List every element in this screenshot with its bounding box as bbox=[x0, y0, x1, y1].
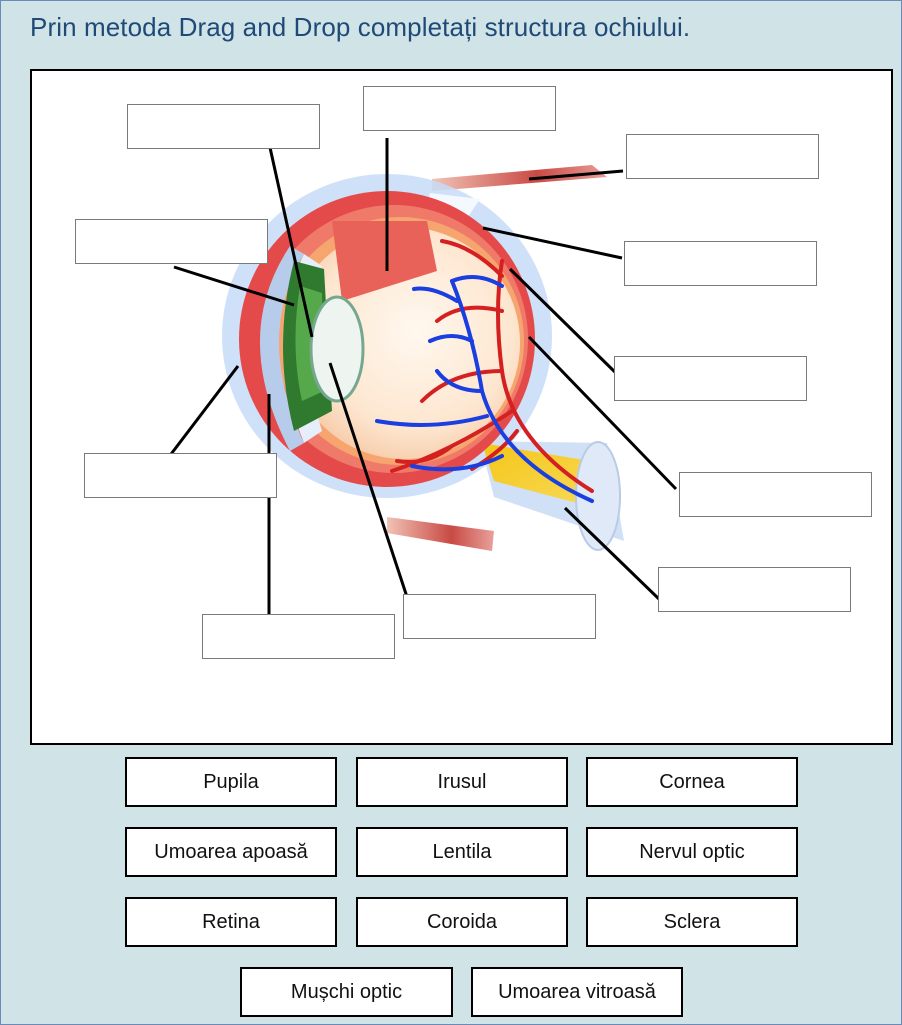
word-pupila[interactable]: Pupila bbox=[125, 757, 337, 807]
word-muschi-optic[interactable]: Mușchi optic bbox=[240, 967, 453, 1017]
lower-eye-muscle bbox=[387, 517, 494, 551]
word-nervul-optic[interactable]: Nervul optic bbox=[586, 827, 798, 877]
drop-zone-7[interactable] bbox=[84, 453, 277, 498]
drop-zone-10[interactable] bbox=[403, 594, 596, 639]
drop-zone-1[interactable] bbox=[127, 104, 320, 149]
drop-zone-3[interactable] bbox=[626, 134, 819, 179]
word-umoarea-apoasa[interactable]: Umoarea apoasă bbox=[125, 827, 337, 877]
word-cornea[interactable]: Cornea bbox=[586, 757, 798, 807]
drop-zone-4[interactable] bbox=[75, 219, 268, 264]
drop-zone-8[interactable] bbox=[679, 472, 872, 517]
drop-zone-2[interactable] bbox=[363, 86, 556, 131]
upper-eye-muscle bbox=[432, 165, 607, 191]
drop-zone-11[interactable] bbox=[202, 614, 395, 659]
word-coroida[interactable]: Coroida bbox=[356, 897, 568, 947]
word-umoarea-vitroasa[interactable]: Umoarea vitroasă bbox=[471, 967, 683, 1017]
drop-zone-5[interactable] bbox=[624, 241, 817, 286]
word-lentila[interactable]: Lentila bbox=[356, 827, 568, 877]
word-sclera[interactable]: Sclera bbox=[586, 897, 798, 947]
drop-zone-9[interactable] bbox=[658, 567, 851, 612]
eye-diagram-panel bbox=[30, 69, 893, 745]
word-irusul[interactable]: Irusul bbox=[356, 757, 568, 807]
word-retina[interactable]: Retina bbox=[125, 897, 337, 947]
drop-zone-6[interactable] bbox=[614, 356, 807, 401]
page-title: Prin metoda Drag and Drop completați str… bbox=[30, 12, 690, 43]
